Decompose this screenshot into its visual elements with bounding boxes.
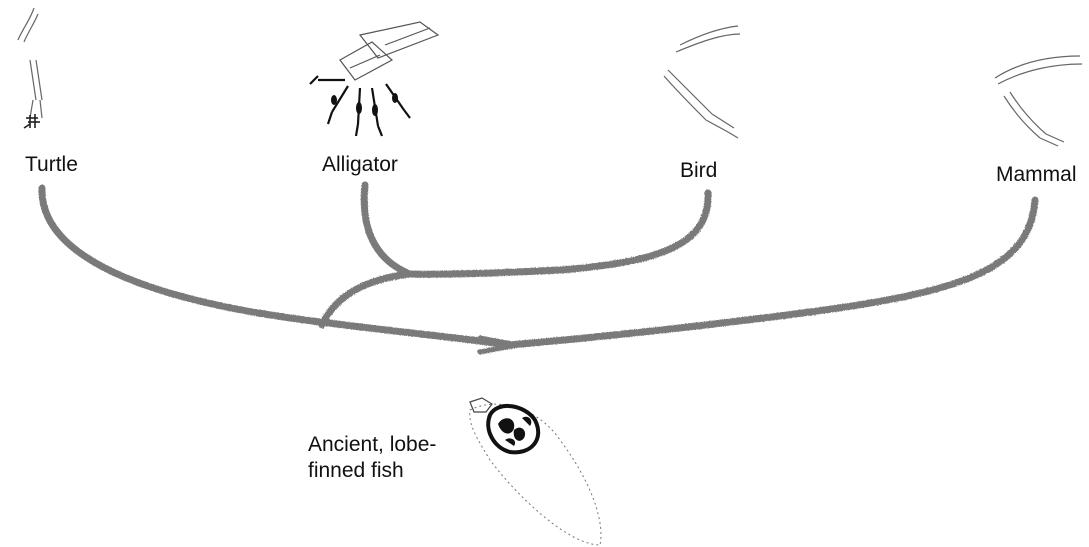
- bird-label: Bird: [680, 159, 717, 183]
- mammal-branch: [510, 200, 1035, 345]
- mammal-forelimb-icon: [995, 56, 1082, 146]
- lobe-finned-fish-label: Ancient, lobe- finned fish: [308, 432, 468, 484]
- alligator-label: Alligator: [322, 153, 398, 177]
- tree-branches: [42, 185, 1035, 352]
- bird-branch: [410, 193, 708, 274]
- archosaur-branch: [322, 274, 410, 325]
- turtle-label: Turtle: [25, 153, 78, 177]
- fish-label-line-2: finned fish: [308, 458, 468, 484]
- alligator-branch: [364, 185, 410, 274]
- mammal-label: Mammal: [996, 163, 1077, 187]
- fish-label-line-1: Ancient, lobe-: [308, 432, 468, 458]
- lobe-finned-fish-icon: [470, 398, 601, 545]
- turtle-branch: [42, 188, 510, 345]
- turtle-forelimb-icon: [18, 8, 42, 128]
- bird-wing-icon: [664, 26, 740, 138]
- alligator-forelimb-icon: [310, 22, 438, 136]
